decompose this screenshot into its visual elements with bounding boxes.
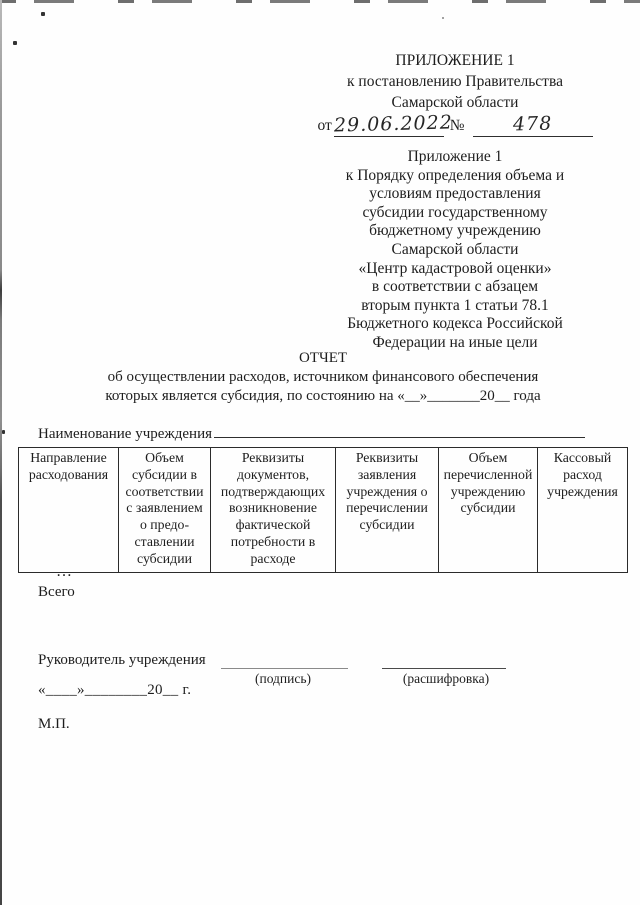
name-blank-line — [382, 653, 506, 669]
scan-speck — [442, 17, 444, 19]
scan-speck — [13, 41, 17, 45]
decree-reference-block: ПРИЛОЖЕНИЕ 1 к постановлению Правительст… — [290, 50, 620, 137]
appendix-line: «Центр кадастровой оценки» — [358, 259, 552, 277]
date-blank-line: «____»________20__ г. — [38, 682, 192, 698]
handwritten-date: 29.06.2022 — [333, 111, 453, 137]
appendix-line: Приложение 1 — [407, 148, 503, 165]
stamp-place-label: М.П. — [38, 716, 70, 732]
appendix-heading: ПРИЛОЖЕНИЕ 1 — [395, 52, 515, 69]
report-subtitle-line: об осуществлении расходов, источником фи… — [107, 369, 539, 385]
appendix-line: субсидии государственному — [362, 203, 548, 221]
signature-blank-line — [221, 653, 348, 669]
number-sign: № — [449, 117, 465, 134]
col-header-cash-expense: Кассовый расход учреждения — [537, 447, 628, 573]
col-header-subsidy-volume-application: Объем субсидии в соответствии с заявлени… — [118, 447, 211, 573]
total-label: Всего — [38, 584, 75, 600]
scan-speck — [41, 12, 45, 16]
handwritten-number-field: 478 — [472, 112, 593, 137]
expenses-report-table: Направление расходования Объем субсидии … — [18, 447, 628, 573]
appendix-line: вторым пункта 1 статьи 78.1 — [361, 296, 549, 314]
decree-line: к постановлению Правительства — [347, 73, 563, 90]
col-header-direction: Направление расходования — [18, 447, 119, 573]
appendix-reference-block: Приложение 1 к Порядку определения объем… — [290, 148, 620, 353]
col-header-transferred-volume: Объем перечисленной учреждению субсидии — [438, 447, 538, 573]
scan-speck — [2, 430, 5, 434]
region-line: Самарской области — [391, 94, 519, 111]
decree-date-number-line: от 29.06.2022 № 478 — [290, 111, 620, 137]
scan-artifact-top-edge — [0, 0, 640, 3]
report-title-block: ОТЧЕТ об осуществлении расходов, источни… — [0, 349, 640, 406]
decipher-caption: (расшифровка) — [402, 671, 490, 686]
head-of-institution-label: Руководитель учреждения — [38, 652, 206, 668]
handwritten-number: 478 — [512, 112, 553, 136]
handwritten-date-field: 29.06.2022 — [333, 111, 453, 137]
date-prefix: от — [317, 117, 332, 134]
scan-artifact-left-edge — [0, 0, 2, 905]
appendix-line: Федерации на иные цели — [372, 333, 538, 351]
institution-name-blank — [214, 421, 585, 438]
appendix-line: к Порядку определения объема и — [345, 166, 565, 184]
appendix-line: Бюджетного кодекса Российской — [347, 315, 563, 333]
appendix-line: в соответствии с абзацем — [371, 278, 539, 296]
institution-name-line: Наименование учреждения — [38, 421, 585, 443]
col-header-transfer-application-details: Реквизиты заявления учреждения о перечис… — [335, 447, 439, 573]
institution-name-label: Наименование учреждения — [38, 426, 213, 442]
table-header-row: Направление расходования Объем субсидии … — [18, 447, 628, 573]
signature-caption: (подпись) — [254, 671, 312, 686]
report-subtitle-line: которых является субсидия, по состоянию … — [105, 388, 541, 404]
col-header-document-details: Реквизиты документов, подтверждающих воз… — [210, 447, 336, 573]
report-title: ОТЧЕТ — [298, 350, 348, 366]
appendix-line: условиям предоставления — [369, 185, 541, 203]
appendix-line: Самарской области — [391, 240, 519, 258]
appendix-line: бюджетному учреждению — [369, 222, 541, 240]
table-ellipsis: … — [56, 563, 73, 580]
